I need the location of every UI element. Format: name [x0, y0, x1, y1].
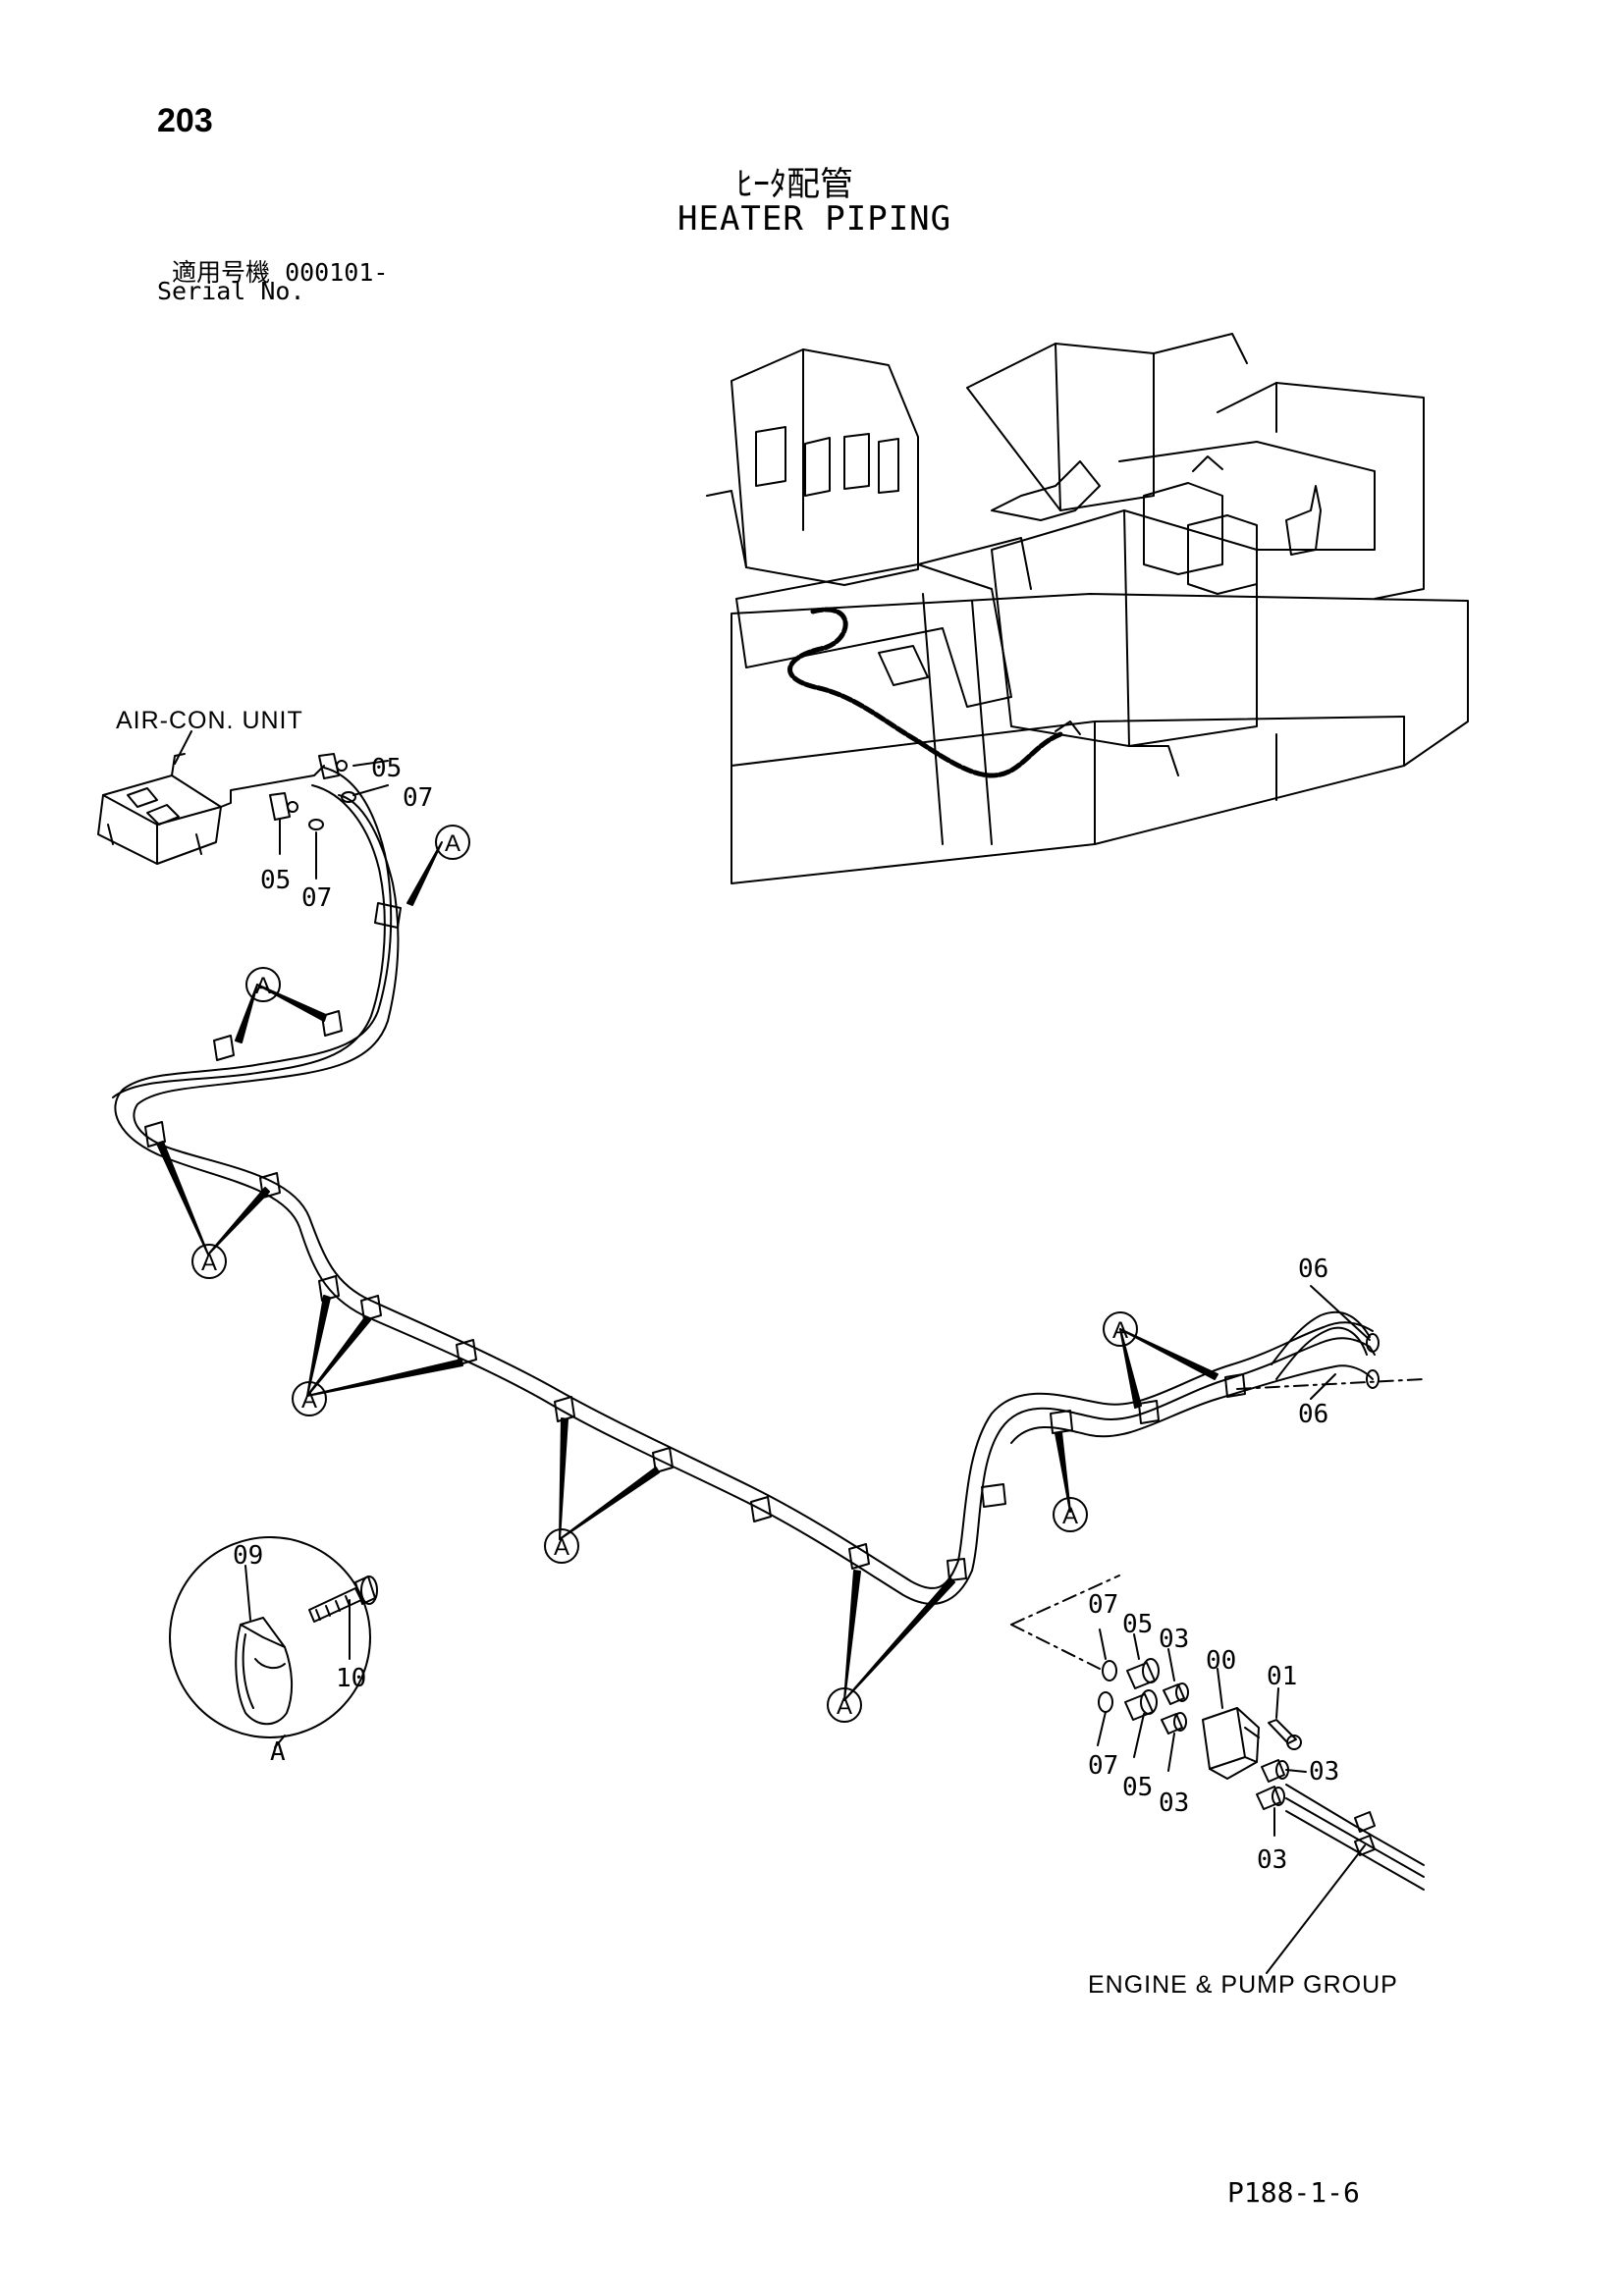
callout-06: 06 [1298, 1255, 1329, 1284]
air-con-unit-label: AIR-CON. UNIT [116, 707, 303, 734]
heater-hose-assembly [112, 767, 1380, 1605]
callout-10: 10 [336, 1664, 367, 1693]
callout-07: 07 [301, 883, 333, 913]
clamp-leader-lines [156, 841, 1218, 1701]
serial-number-line: 適用号機 000101- [172, 253, 388, 289]
detail-a-view [169, 1536, 378, 1748]
serial-label-japanese: 適用号機 [172, 258, 271, 287]
engine-pump-group-label: ENGINE & PUMP GROUP [1088, 1971, 1398, 1999]
callout-07: 07 [1088, 1751, 1119, 1781]
air-con-unit-drawing [97, 730, 325, 865]
serial-label: Serial No. [157, 277, 305, 305]
callout-05: 05 [371, 754, 403, 783]
callout-05: 05 [1122, 1610, 1154, 1639]
page-number: 203 [157, 102, 213, 139]
detail-a-label: A [270, 1737, 286, 1767]
clamp-marker: A [1062, 1503, 1078, 1529]
figure-code: P188-1-6 [1227, 2176, 1360, 2209]
callout-07: 07 [1088, 1590, 1119, 1620]
callout-07: 07 [403, 783, 434, 813]
machine-overview-drawing [706, 333, 1469, 884]
clamp-marker: A [445, 830, 460, 857]
clamp-marker-circles [191, 825, 1138, 1723]
callout-03: 03 [1159, 1789, 1190, 1818]
clamp-marker: A [255, 973, 271, 999]
page-title: HEATER PIPING [677, 199, 952, 239]
callout-01: 01 [1267, 1662, 1298, 1691]
callout-03: 03 [1309, 1757, 1340, 1787]
clamp-marker-letters: A A A A A A A A [201, 830, 1128, 1720]
clamp-marker: A [201, 1250, 217, 1276]
page-title-japanese: ﾋｰﾀ配管 [736, 165, 853, 204]
clamp-marker: A [301, 1387, 317, 1414]
aircon-fittings [269, 753, 389, 880]
engine-connection-detail [1010, 1285, 1425, 1974]
clamp-marker: A [554, 1534, 569, 1561]
callout-09: 09 [233, 1541, 264, 1571]
hose-clamps [144, 902, 1246, 1581]
callout-05: 05 [1122, 1773, 1154, 1802]
callout-03: 03 [1257, 1845, 1288, 1875]
callout-00: 00 [1206, 1646, 1237, 1676]
serial-value: 000101- [285, 258, 389, 287]
clamp-marker: A [1112, 1317, 1128, 1344]
callout-03: 03 [1159, 1625, 1190, 1654]
callout-05: 05 [260, 866, 292, 895]
callout-06: 06 [1298, 1400, 1329, 1429]
clamp-marker: A [837, 1693, 852, 1720]
